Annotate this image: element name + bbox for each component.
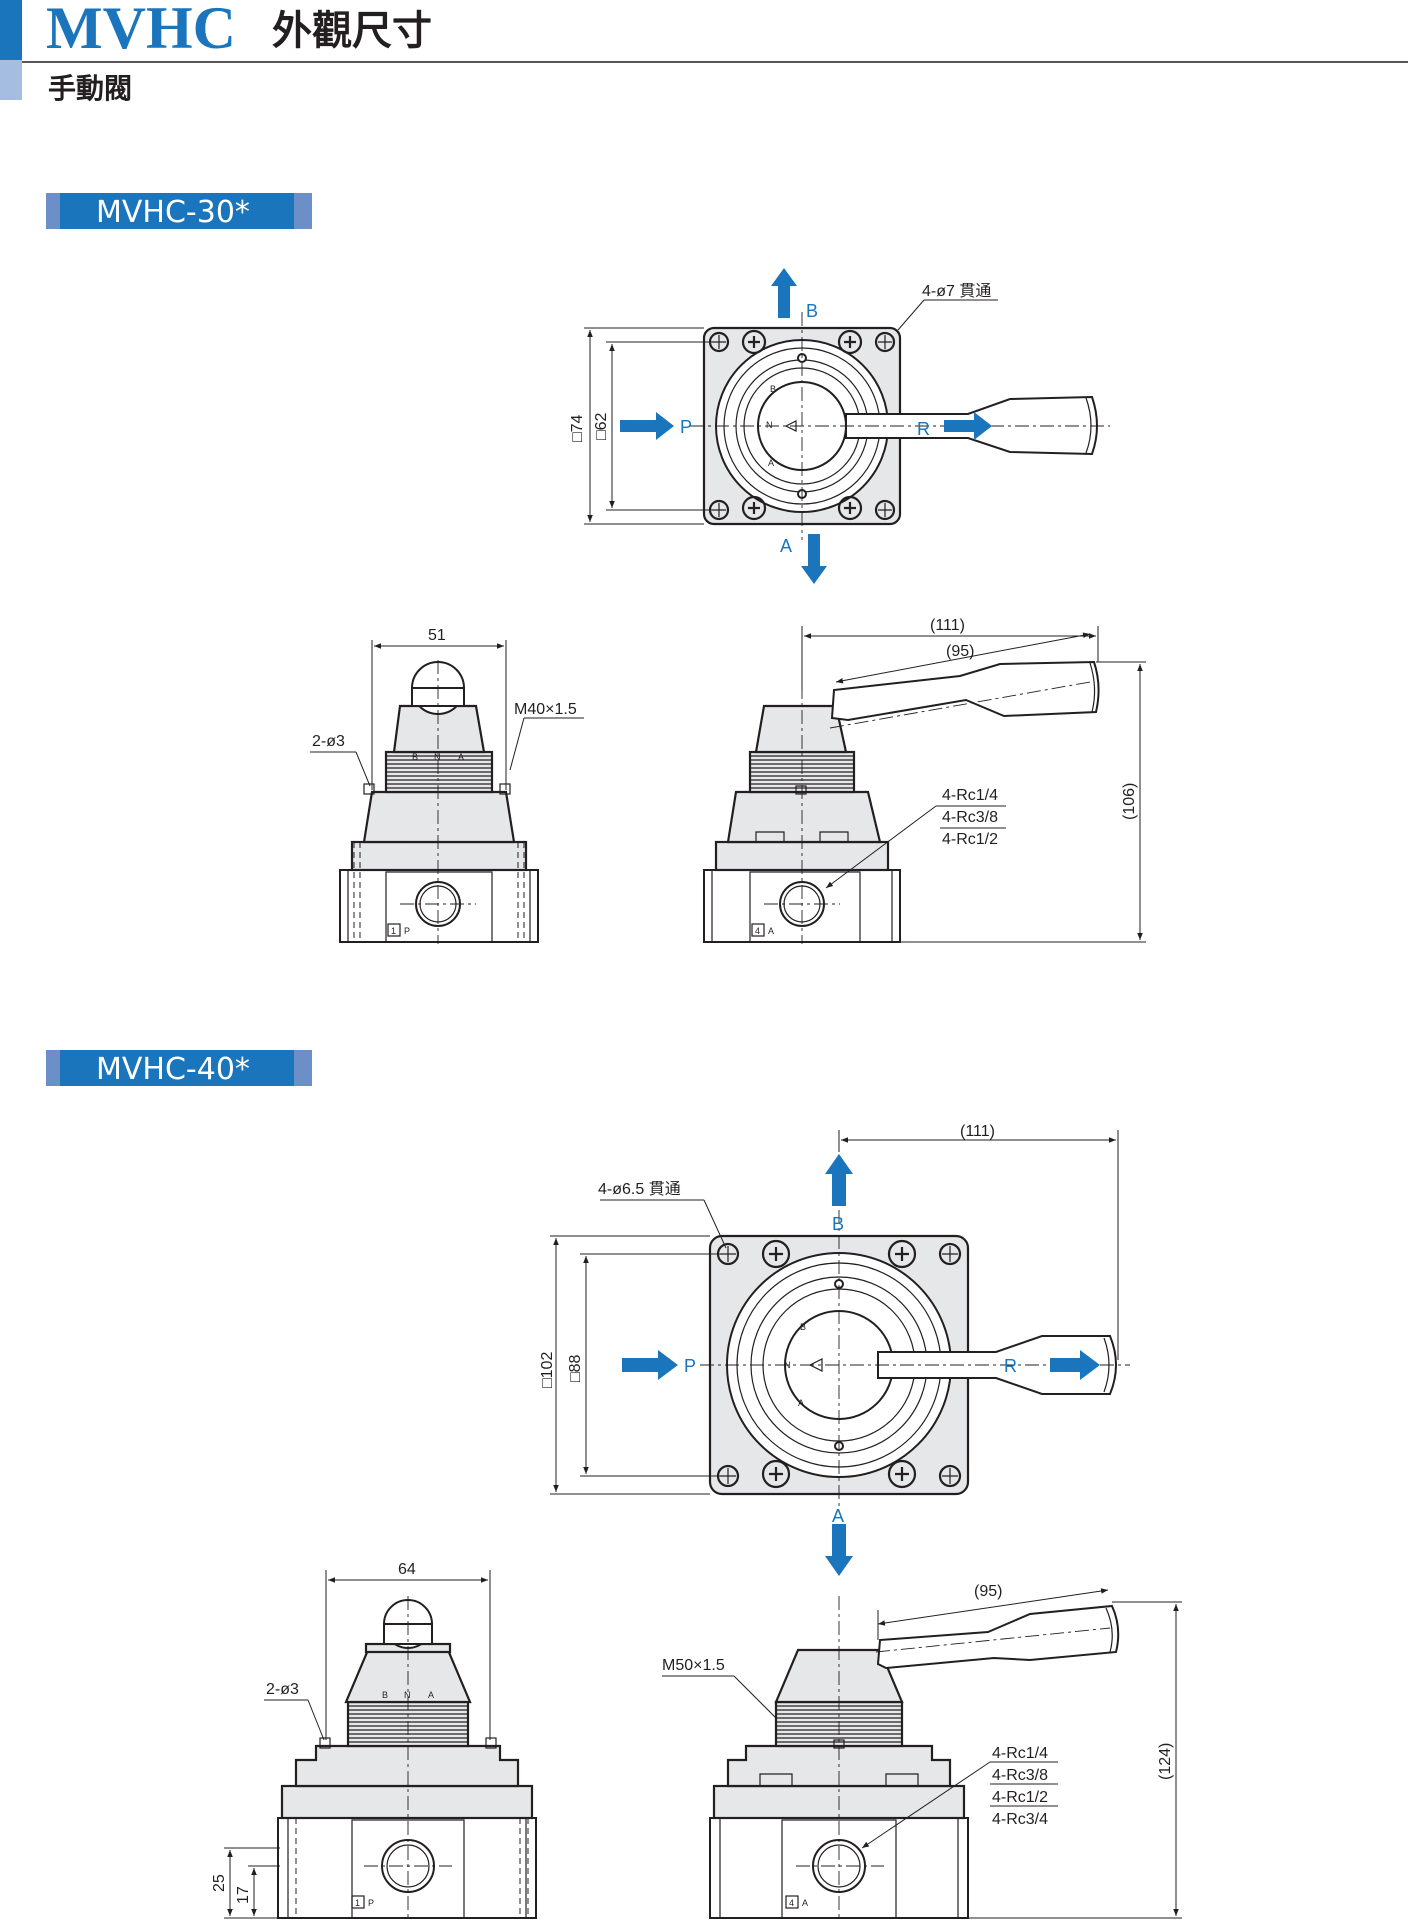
mvhc40-side-rc-4: 4-Rc3/4 [992,1811,1048,1828]
mvhc40-side-rc-2: 4-Rc3/8 [992,1767,1048,1784]
mvhc30-port-b: B [806,301,818,321]
header-accent-bar-light [0,60,22,100]
mvhc40-side-dim-95: (95) [974,1583,1002,1600]
svg-text:B: B [412,752,418,762]
header-accent-bar [0,0,22,60]
mvhc40-side-port-num: 4 [789,1898,794,1908]
mvhc30-front-width: 51 [428,627,446,644]
mvhc40-port-r: R [1004,1356,1017,1376]
mvhc30-front-port-num: 1 [391,926,396,936]
mvhc30-side-dim-95: (95) [946,643,974,660]
mvhc40-front-port-num: 1 [355,1898,360,1908]
svg-text:N: N [434,752,441,762]
mvhc30-holes-callout: 4-ø7 貫通 [922,282,991,300]
section-label-40-text: MVHC-40* [96,1052,250,1087]
mvhc30-side-rc-3: 4-Rc1/2 [942,831,998,848]
mvhc30-front-view: B N A 1 P 51 M40×1.5 2-ø3 [310,627,584,944]
svg-text:A: A [428,1690,434,1700]
mvhc40-side-port: A [802,1898,808,1908]
mvhc30-front-thread: M40×1.5 [514,701,577,718]
mvhc40-front-dim-25: 25 [211,1874,228,1892]
svg-text:B: B [800,1322,806,1332]
mvhc40-top-dim-111: (111) [960,1123,995,1140]
svg-text:B: B [382,1690,388,1700]
page-header: MVHC 外觀尺寸 手動閥 [0,0,1408,105]
svg-text:N: N [404,1690,411,1700]
mvhc40-top-view: N B A B P R A 4-ø6.5 貫通 □102 □88 (111) [539,1123,1130,1576]
mvhc30-front-pin: 2-ø3 [312,733,345,750]
mvhc30-side-port: A [768,926,774,936]
mvhc30-dim-inner: □62 [593,412,610,440]
svg-text:A: A [458,752,464,762]
mvhc30-front-port: P [404,926,410,936]
mvhc40-side-thread: M50×1.5 [662,1657,725,1674]
page-subtitle: 手動閥 [48,72,132,105]
mvhc30-port-a: A [780,536,792,556]
mvhc30-side-port-num: 4 [755,926,760,936]
svg-text:A: A [768,458,774,468]
mvhc40-side-dim-124: (124) [1157,1743,1174,1780]
mvhc40-port-a: A [832,1506,844,1526]
svg-text:B: B [770,384,776,394]
mvhc40-front-pin: 2-ø3 [266,1681,299,1698]
page-title-cn: 外觀尺寸 [272,8,432,54]
mvhc30-side-rc-1: 4-Rc1/4 [942,787,998,804]
section-label-40: MVHC-40* [46,1050,312,1087]
section-label-30-text: MVHC-30* [96,195,250,230]
mvhc40-holes-callout: 4-ø6.5 貫通 [598,1180,681,1198]
svg-text:N: N [766,420,773,430]
mvhc40-port-b: B [832,1214,844,1234]
mvhc40-front-view: B N A 1 P 64 2-ø3 25 17 [211,1561,537,1920]
mvhc40-port-p: P [684,1356,696,1376]
mvhc30-side-dim-111: (111) [930,617,965,634]
mvhc30-dim-outer: □74 [569,414,586,442]
mvhc40-front-width: 64 [398,1561,416,1578]
mvhc30-port-p: P [680,417,692,437]
section-label-30: MVHC-30* [46,193,312,230]
mvhc30-port-r: R [917,419,930,439]
mvhc30-top-view: N B A B P R A 4-ø7 貫通 □74 □62 [569,268,1110,584]
mvhc40-front-dim-17: 17 [235,1886,252,1904]
mvhc30-side-dim-106: (106) [1121,783,1138,820]
mvhc30-side-view: 4 A (111) (95) (106) 4-Rc1/4 4-Rc3/8 4-R… [703,617,1146,944]
svg-text:A: A [798,1398,804,1408]
mvhc40-side-rc-1: 4-Rc1/4 [992,1745,1048,1762]
mvhc40-front-port: P [368,1898,374,1908]
mvhc30-side-rc-2: 4-Rc3/8 [942,809,998,826]
mvhc40-side-rc-3: 4-Rc1/2 [992,1789,1048,1806]
mvhc40-dim-outer: □102 [539,1352,556,1388]
page-title: MVHC [46,0,236,61]
mvhc40-dim-inner: □88 [567,1354,584,1382]
mvhc40-side-view: 4 A M50×1.5 (95) (124) 4-Rc1/4 4-Rc3/8 4… [662,1583,1182,1920]
